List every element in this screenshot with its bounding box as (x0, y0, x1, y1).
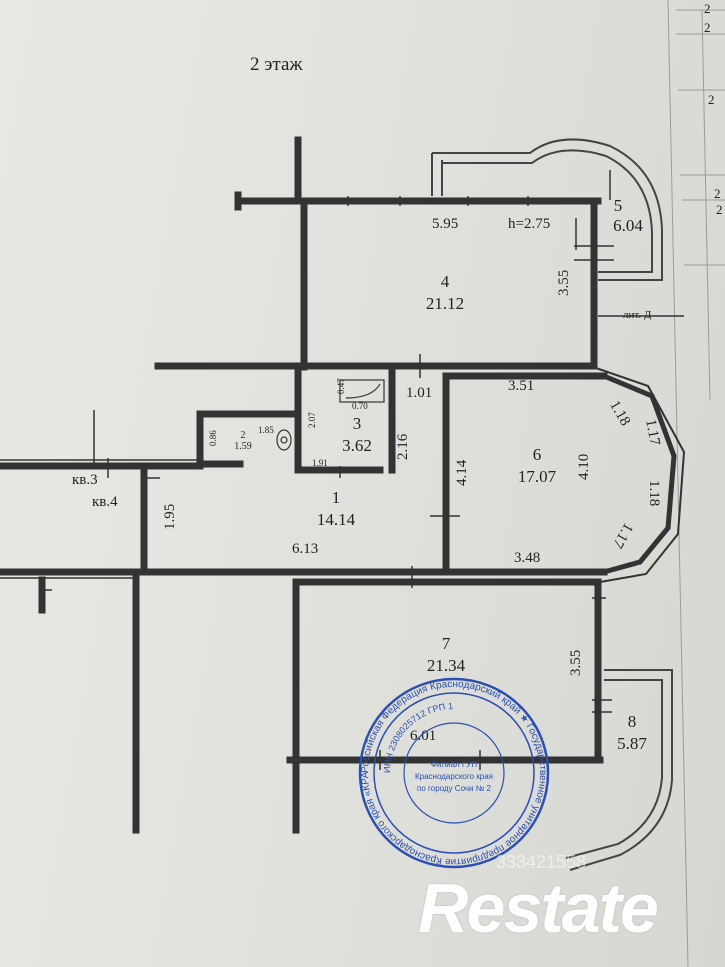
stamp-center-1: Филиал ГУП (431, 760, 477, 769)
official-stamp: Российская Федерация Краснодарский край … (356, 675, 550, 869)
room-4-area: 21.12 (425, 294, 465, 313)
dim-086: 0.86 (208, 430, 218, 446)
margin-num: 2 (708, 92, 715, 107)
stamp-center-2: Краснодарского края (415, 772, 493, 781)
dim-room7-depth: 3.55 (568, 649, 584, 676)
balcony-8-outline (565, 669, 673, 871)
stamp-center-3: по городу Сочи № 2 (417, 784, 492, 793)
margin-num: 2 (704, 1, 711, 16)
dim-room6-top: 3.51 (508, 378, 535, 394)
room-1-area: 14.14 (316, 510, 356, 529)
room-4-number: 4 (440, 272, 450, 291)
room-7-number: 7 (441, 634, 451, 653)
dim-613: 6.13 (292, 541, 319, 557)
floor-title: 2 этаж (250, 54, 303, 75)
margin-num: 2 (716, 202, 723, 217)
bay-window-room-6 (595, 367, 686, 583)
room-5-number: 5 (613, 196, 623, 215)
dim-room6-bottom: 3.48 (514, 550, 541, 566)
restate-logo: Restate (418, 869, 659, 947)
margin-num: 2 (704, 20, 711, 35)
room-3-number: 3 (352, 414, 362, 433)
dim-room4-width: 5.95 (432, 216, 459, 232)
room-6-area: 17.07 (517, 467, 557, 486)
apt-3-label: кв.3 (72, 472, 98, 488)
dim-195: 1.95 (162, 503, 178, 530)
watermark: 333421558 (496, 852, 587, 872)
bathroom-fixtures (276, 379, 385, 451)
room-3-area: 3.62 (342, 436, 372, 455)
room-1-number: 1 (331, 488, 341, 507)
room-8-area: 5.87 (617, 734, 647, 753)
window-marks (0, 170, 684, 770)
dim-070: 0.70 (352, 401, 368, 411)
dim-185: 1.85 (258, 425, 274, 435)
apt-4-label: кв.4 (92, 494, 118, 510)
dim-bay-118b: 1.18 (646, 480, 662, 507)
dim-101: 1.01 (406, 385, 433, 401)
room-5-area: 6.04 (613, 216, 643, 235)
balcony-5-outline (431, 138, 663, 281)
dim-216: 2.16 (395, 433, 411, 460)
dim-191: 1.91 (312, 458, 328, 468)
room-2-area: 1.59 (234, 441, 252, 452)
lit-label: лит. Д (623, 309, 652, 321)
dim-room4-depth: 3.55 (556, 269, 572, 296)
dim-207: 2.07 (307, 412, 317, 428)
room-6-number: 6 (532, 445, 542, 464)
dim-410: 4.10 (576, 453, 592, 480)
margin-num: 2 (714, 186, 721, 201)
room-2-number: 2 (240, 430, 246, 441)
room-7-area: 21.34 (426, 656, 466, 675)
dim-047: 0.47 (336, 378, 346, 394)
ceiling-height: h=2.75 (508, 216, 551, 232)
right-margin-table (667, 0, 725, 967)
dim-414: 4.14 (454, 459, 470, 486)
walls (0, 136, 608, 834)
room-8-number: 8 (627, 712, 637, 731)
